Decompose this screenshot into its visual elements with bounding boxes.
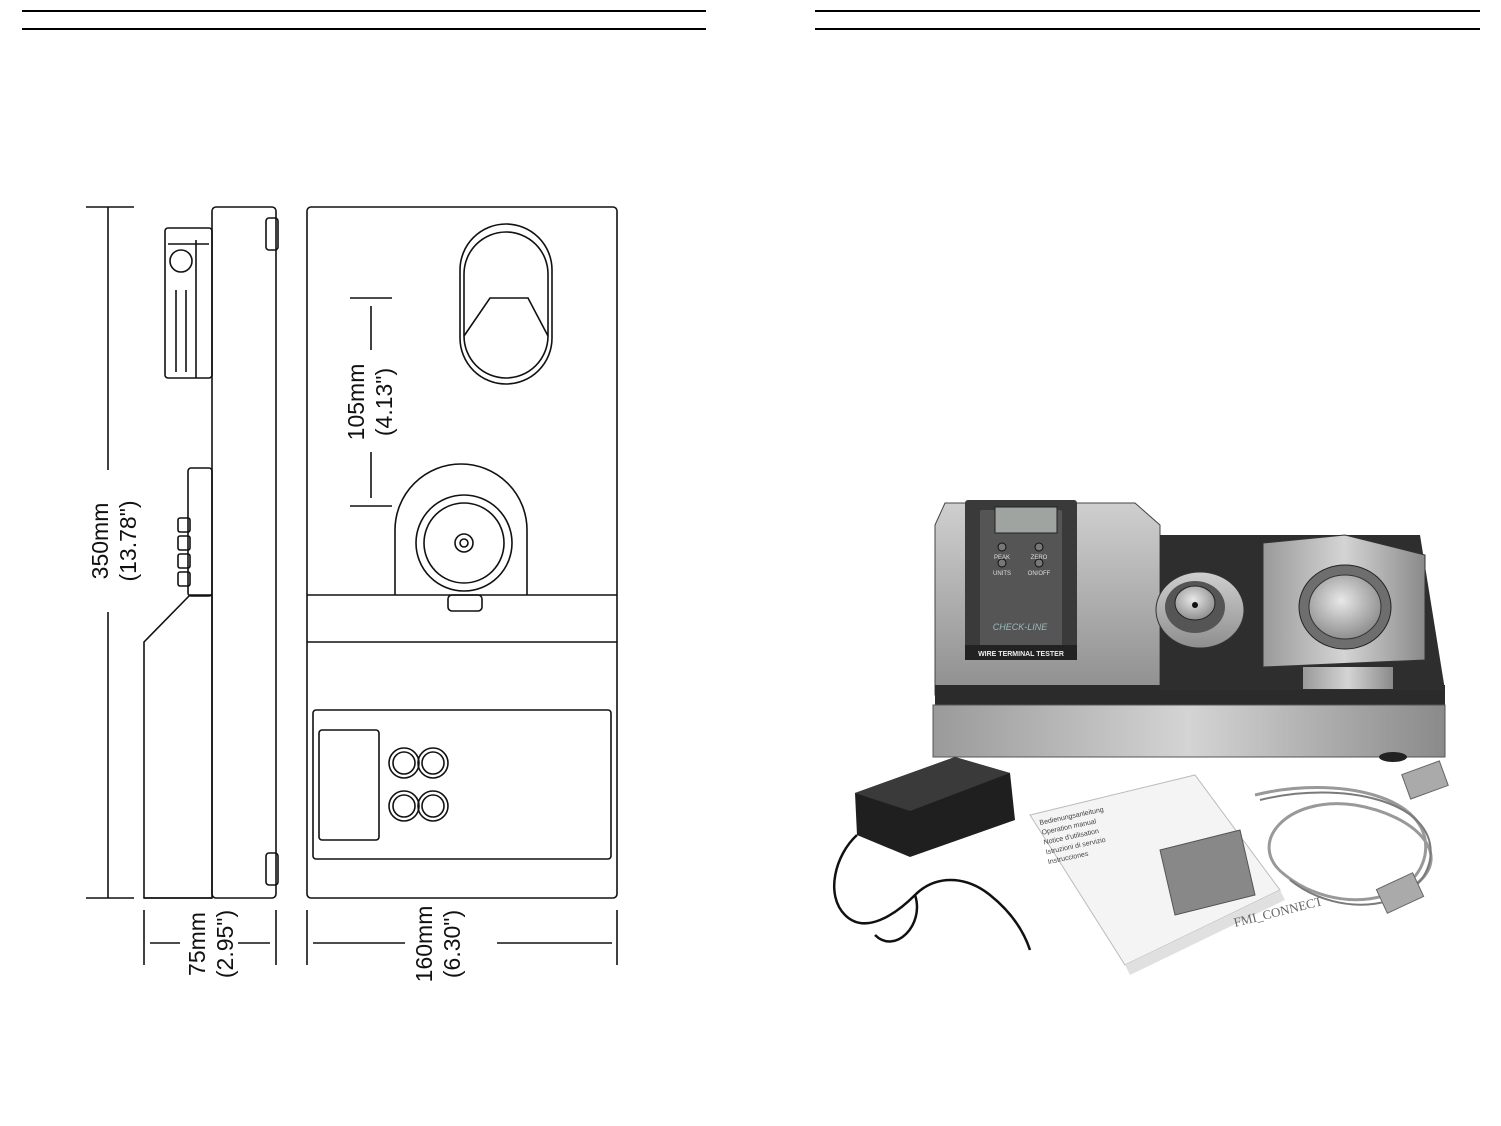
- spacing-label-in: (4.13"): [371, 368, 397, 436]
- spacing-label: 105mm: [343, 364, 369, 441]
- button-label-units: UNITS: [993, 571, 1011, 577]
- header-rule-right-top: [815, 10, 1480, 12]
- depth-label: 75mm: [184, 912, 210, 976]
- button-label-peak: PEAK: [994, 555, 1010, 561]
- button-label-zero: ZERO: [1031, 555, 1048, 561]
- depth-label-in: (2.95"): [212, 910, 238, 978]
- product-photo: PEAK ZERO UNITS ON/OFF CHECK-LINE WIRE T…: [815, 495, 1480, 1025]
- width-label-in: (6.30"): [439, 910, 465, 978]
- brand-logo: CHECK-LINE: [993, 622, 1049, 632]
- dimension-drawing: 350mm (13.78") 105mm (4.13") 75mm (2.95"…: [86, 206, 618, 983]
- height-label-in: (13.78"): [115, 500, 141, 581]
- width-label: 160mm: [411, 906, 437, 983]
- product-photo-illustration: PEAK ZERO UNITS ON/OFF CHECK-LINE WIRE T…: [832, 500, 1449, 975]
- header-rule-left-bottom: [22, 28, 706, 30]
- height-label: 350mm: [87, 503, 113, 580]
- front-panel-title: WIRE TERMINAL TESTER: [978, 651, 1064, 658]
- header-rule-left-top: [22, 10, 706, 12]
- left-page: 350mm (13.78") 105mm (4.13") 75mm (2.95"…: [0, 0, 740, 1126]
- button-label-onoff: ON/OFF: [1028, 571, 1051, 577]
- header-rule-right-bottom: [815, 28, 1480, 30]
